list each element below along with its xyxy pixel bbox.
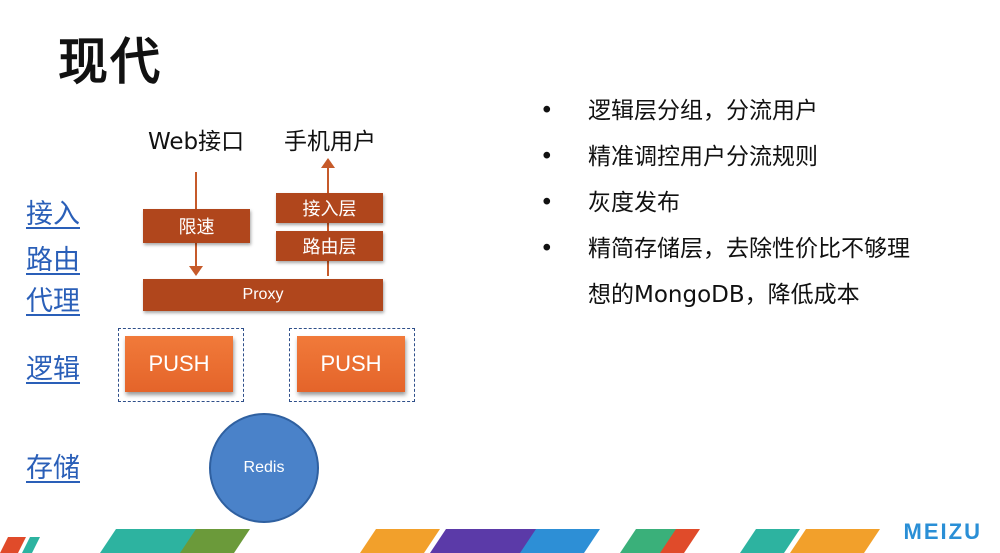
bullet-item: • 精准调控用户分流规则: [540, 134, 980, 180]
stripe-shape: [430, 529, 540, 553]
stripe-shape: [180, 529, 250, 553]
bullet-item: 想的MongoDB，降低成本: [540, 272, 980, 318]
link-proxy[interactable]: 代理: [26, 286, 80, 317]
bullet-icon: •: [540, 236, 554, 262]
bullet-icon: •: [540, 190, 554, 216]
stripe-shape: [740, 529, 800, 553]
stripe-shape: [790, 529, 880, 553]
bullet-icon: •: [540, 98, 554, 124]
bullet-text: 精简存储层，去除性价比不够理: [588, 236, 910, 262]
bullet-item: • 逻辑层分组，分流用户: [540, 88, 980, 134]
link-routing[interactable]: 路由: [26, 245, 80, 276]
stripe-shape: [22, 537, 40, 553]
push-frame-left: [118, 328, 244, 402]
footer-decoration: [0, 529, 880, 553]
link-access[interactable]: 接入: [26, 199, 80, 230]
routing-layer-box: 路由层: [276, 231, 383, 261]
down-arrow-icon: [189, 266, 203, 276]
link-logic[interactable]: 逻辑: [26, 354, 80, 385]
proxy-bar: Proxy: [143, 279, 383, 311]
mobile-user-label: 手机用户: [284, 129, 376, 155]
slide-title: 现代: [58, 33, 162, 91]
bullet-text: 精准调控用户分流规则: [588, 144, 818, 170]
bullet-list: • 逻辑层分组，分流用户 • 精准调控用户分流规则 • 灰度发布 • 精简存储层…: [540, 88, 980, 318]
stripe-shape: [360, 529, 440, 553]
bullet-text: 灰度发布: [588, 190, 680, 216]
up-arrow-icon: [321, 158, 335, 168]
push-node-right: PUSH: [297, 336, 405, 392]
bullet-item: • 灰度发布: [540, 180, 980, 226]
bullet-text: 想的MongoDB，降低成本: [588, 282, 860, 308]
stripe-shape: [660, 529, 700, 553]
bullet-icon: •: [540, 144, 554, 170]
stripe-shape: [100, 529, 210, 553]
bullet-text: 逻辑层分组，分流用户: [588, 98, 818, 124]
link-storage[interactable]: 存储: [26, 453, 80, 484]
bullet-item: • 精简存储层，去除性价比不够理: [540, 226, 980, 272]
push-node-left: PUSH: [125, 336, 233, 392]
stripe-shape: [0, 537, 26, 553]
push-frame-right: [289, 328, 415, 402]
brand-logo: MEIZU: [903, 519, 982, 544]
stripe-shape: [520, 529, 600, 553]
web-interface-label: Web接口: [148, 129, 245, 155]
access-layer-box: 接入层: [276, 193, 383, 223]
ratelimit-box: 限速: [143, 209, 250, 243]
redis-node: Redis: [209, 413, 319, 523]
